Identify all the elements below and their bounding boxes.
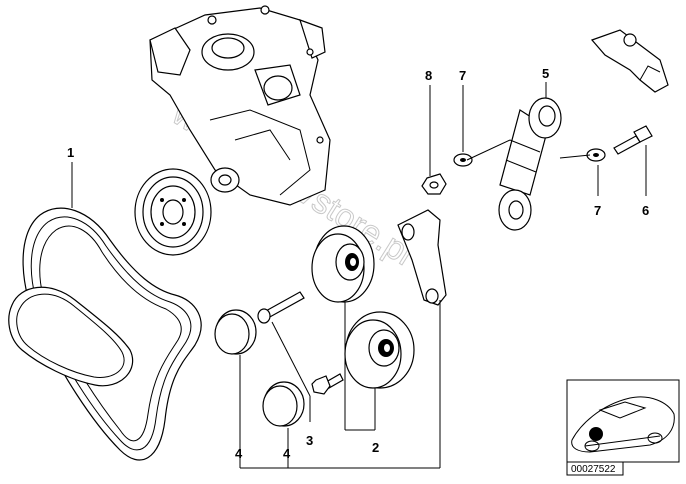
tensioner-bracket [397, 209, 447, 306]
vehicle-locator-inset [566, 379, 680, 463]
locator-marker [589, 427, 603, 441]
callout-4-right: 4 [283, 446, 291, 461]
washer-right [586, 148, 606, 162]
callout-1: 1 [67, 145, 74, 160]
idler-pulley-lower [344, 311, 415, 389]
nut [421, 173, 447, 195]
cap-right [262, 381, 305, 427]
bracket-top-right [590, 29, 669, 93]
callout-7-top: 7 [459, 68, 466, 83]
washer-top [453, 153, 473, 167]
leader-lines [71, 82, 647, 469]
pump-pulley [134, 168, 212, 256]
bolt-short [311, 373, 344, 395]
bolt-right [613, 125, 653, 155]
idler-pulley-upper [311, 225, 375, 303]
cap-left [214, 309, 257, 355]
water-pump [149, 5, 331, 206]
bolt-long [257, 291, 305, 324]
callout-2: 2 [372, 440, 379, 455]
drive-belt [8, 207, 202, 461]
callout-5: 5 [542, 66, 549, 81]
callout-8: 8 [425, 68, 432, 83]
callout-3: 3 [306, 433, 313, 448]
callout-7-right: 7 [594, 203, 601, 218]
callout-6: 6 [642, 203, 649, 218]
tensioner [498, 97, 562, 231]
document-number: 00027522 [571, 464, 616, 475]
callout-4-left: 4 [235, 446, 243, 461]
